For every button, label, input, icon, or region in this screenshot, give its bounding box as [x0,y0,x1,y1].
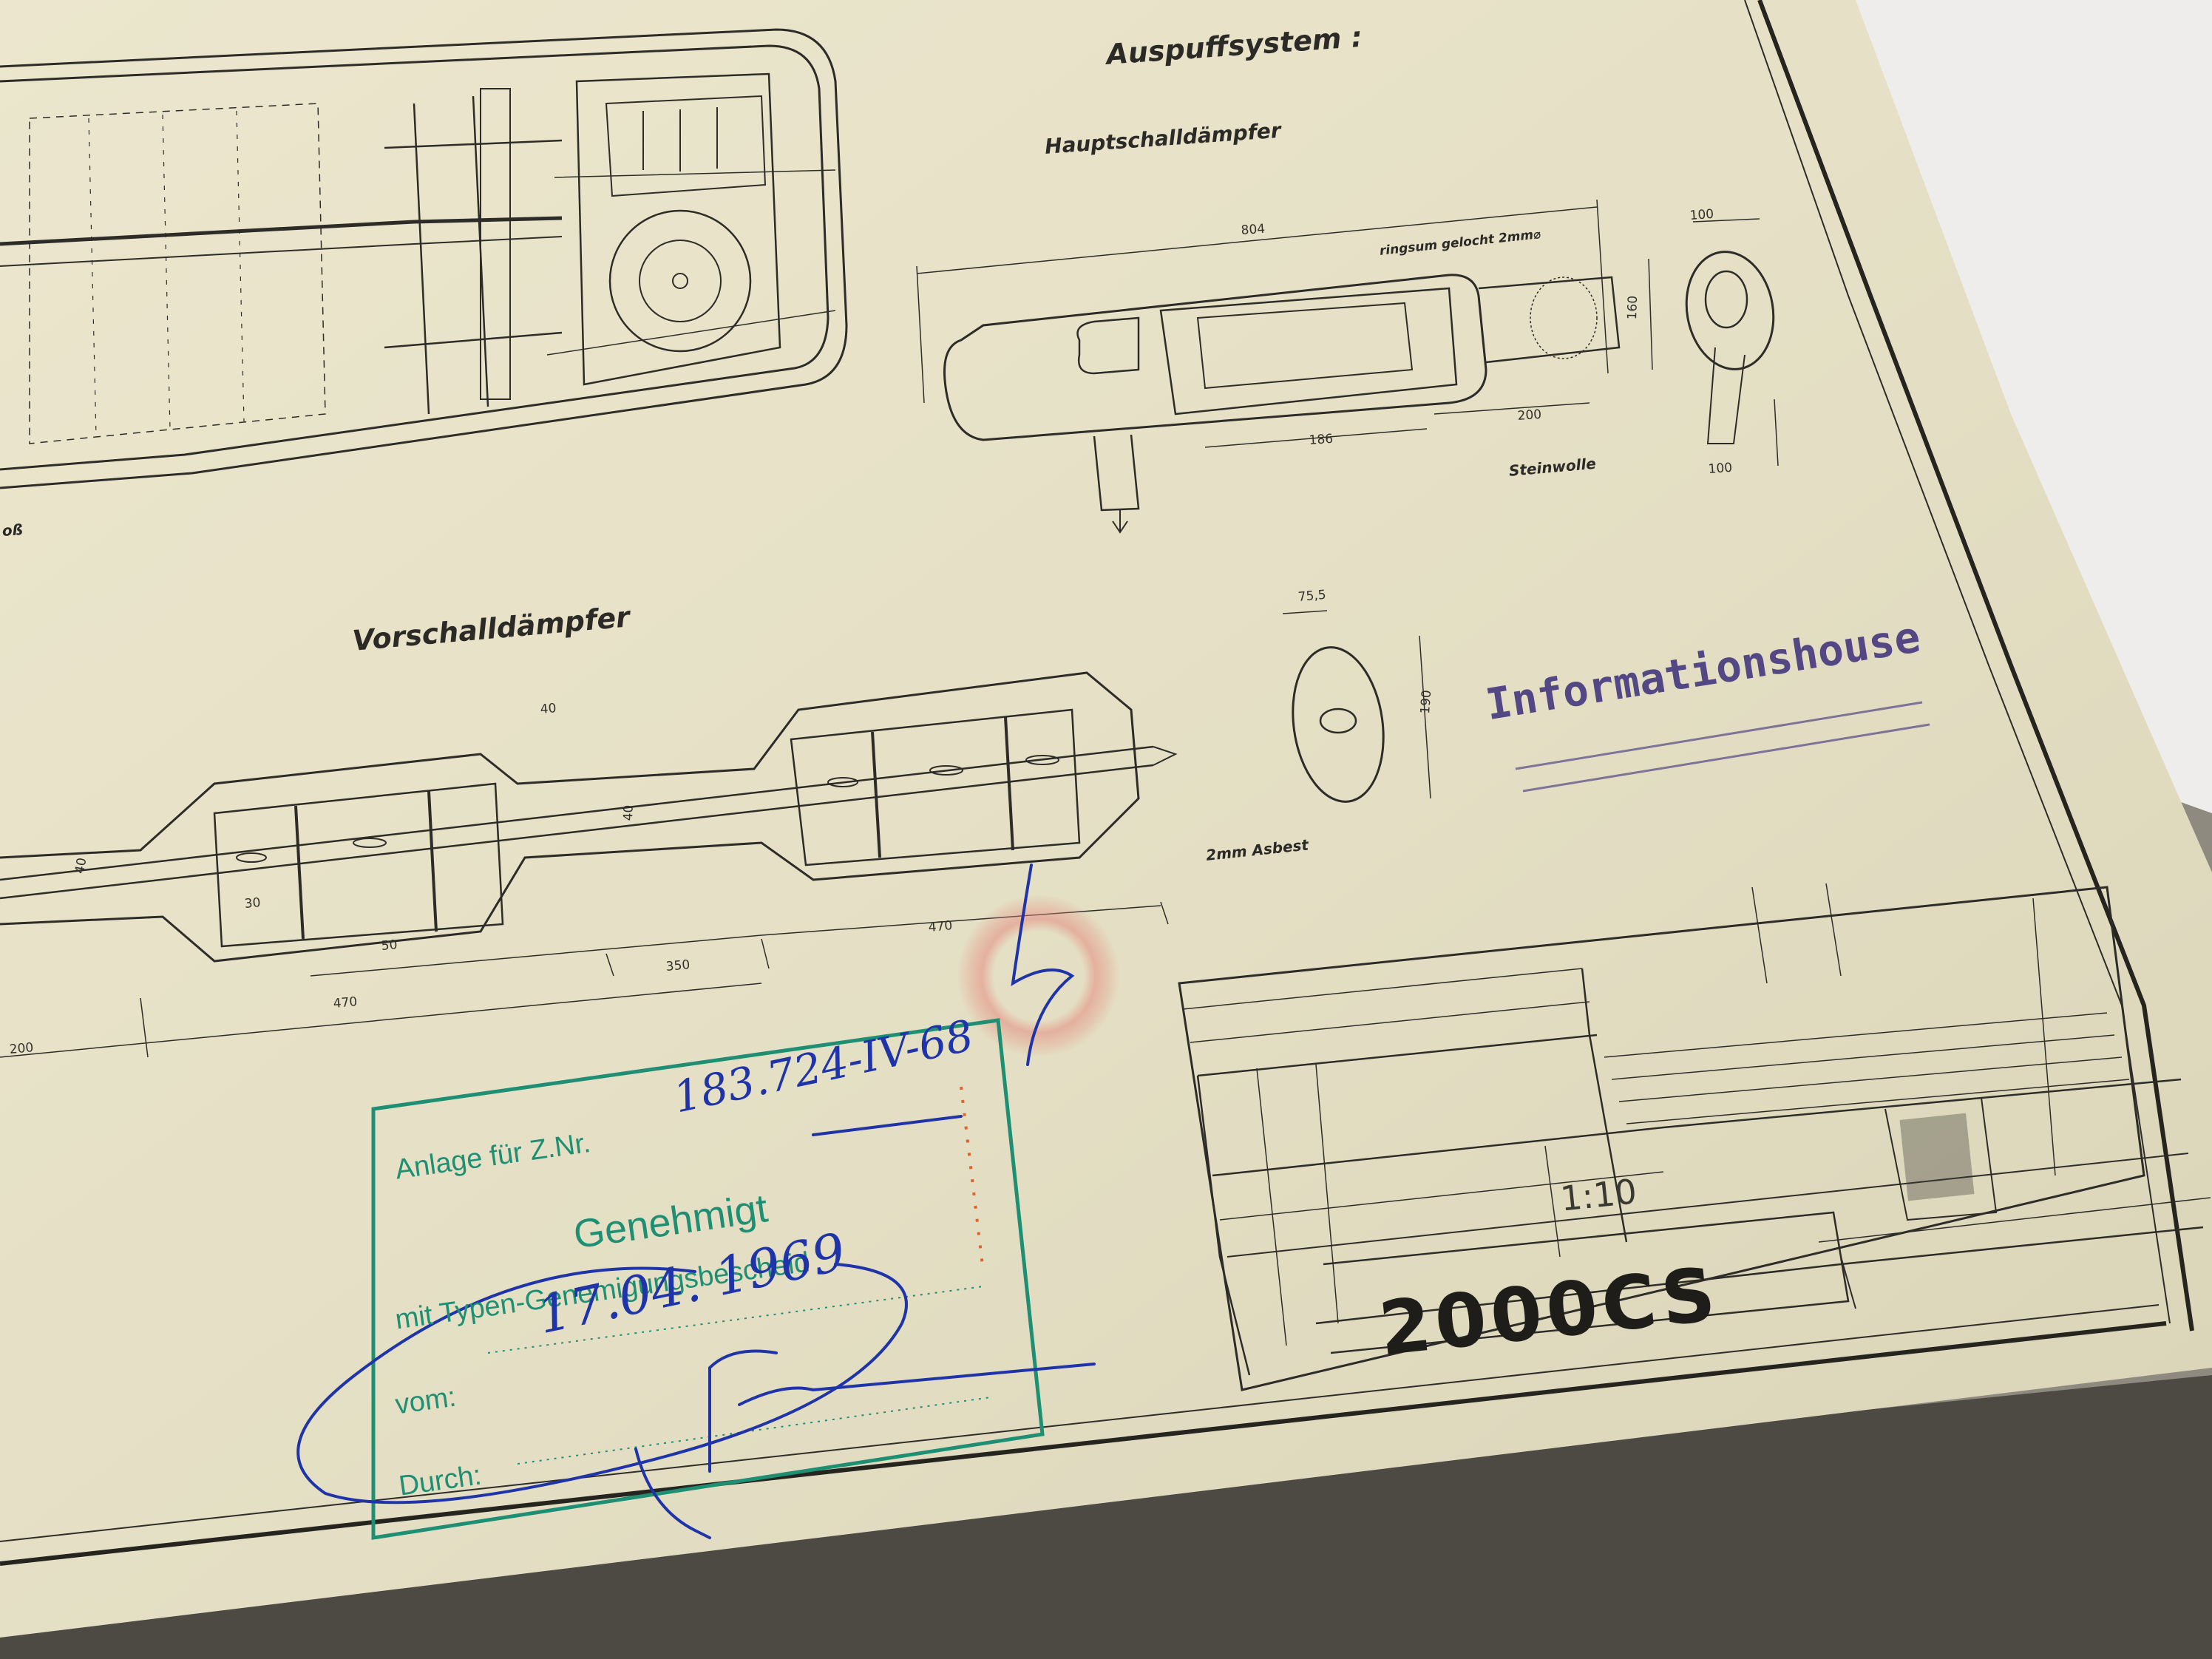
dim-label: 40 [621,804,637,821]
dim-label: 470 [928,918,954,935]
left-edge-fragment: oß [1,520,24,540]
ink-signature [296,864,1096,1539]
red-round-stamp [957,895,1120,1057]
main-muffler-drawing [916,199,1621,534]
dim-label: 200 [1517,407,1542,424]
dim-label: 50 [381,937,398,954]
dim-label: 100 [1708,460,1733,477]
dim-label: 160 [1625,295,1641,320]
purple-stamp-marks [1515,701,1930,793]
dim-label: 186 [1309,431,1334,448]
dim-label: 30 [244,895,262,912]
dim-label: 75,5 [1297,587,1327,605]
pre-muffler-drawing [0,671,1178,1058]
dim-label: 100 [1689,206,1714,223]
dim-label: 190 [1418,689,1435,715]
approval-stamp-frame [371,1018,1045,1540]
dim-label: 350 [665,957,691,974]
dim-label: 804 [1241,221,1266,238]
main-muffler-section [1648,218,1779,467]
pre-muffler-section [1282,610,1431,803]
dim-label: 200 [9,1040,35,1057]
dim-label: 40 [540,701,557,717]
dim-label: 470 [333,994,359,1011]
title-block-grid [1178,883,2211,1391]
dim-label: 40 [72,856,90,875]
car-chassis-drawing [0,28,848,489]
scale-value: 1:10 [1558,1171,1639,1219]
